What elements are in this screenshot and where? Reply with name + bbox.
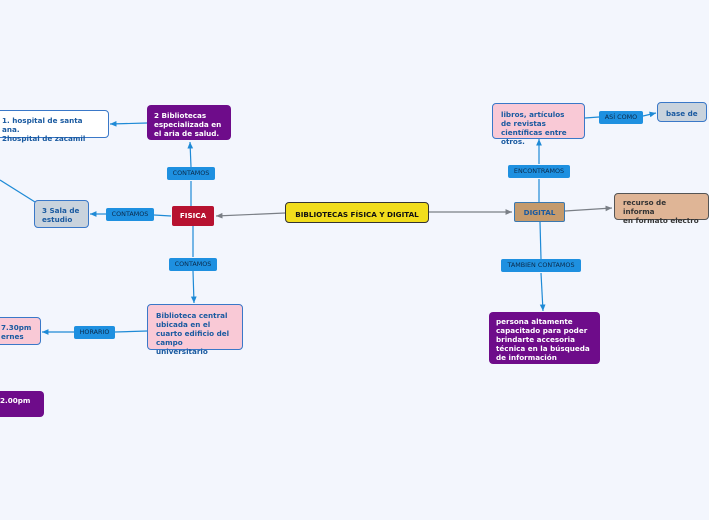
edge-libros-asicomo — [584, 116, 600, 119]
edge-contamos-bottom-central — [190, 270, 197, 304]
bibliotecas-especializadas-node[interactable]: 2 Bibliotecas especializada en el aria d… — [147, 105, 231, 140]
connector-contamos-bottom[interactable]: CONTAMOS — [169, 258, 217, 271]
recurso-node[interactable]: recurso de informa en formato electro — [614, 193, 709, 225]
horario-node[interactable]: 7.30pm ernes — [0, 317, 41, 345]
edge-sala-offcanvas — [0, 179, 36, 203]
edge-asicomo-base — [642, 111, 657, 118]
edge-especializadas-hospitales — [109, 120, 148, 127]
biblioteca-central-node[interactable]: Biblioteca central ubicada en el cuarto … — [147, 304, 243, 356]
libros-node[interactable]: libros, artículos de revistas científica… — [492, 103, 585, 146]
digital-node[interactable]: DIGITAL — [514, 202, 565, 222]
central-topic-node[interactable]: BIBLIOTECAS FÍSICA Y DIGITAL — [285, 202, 429, 223]
hospitales-node[interactable]: 1. hospital de santa ana. 2hospital de z… — [0, 110, 109, 143]
edge-central-horario — [114, 330, 148, 333]
edge-digital-tambien — [539, 221, 542, 260]
horario-2-node[interactable]: 2.00pm — [0, 391, 44, 417]
sala-estudio-node[interactable]: 3 Sala de estudio — [34, 200, 89, 228]
edge-digital-recurso — [564, 205, 613, 212]
connector-tambien-contamos[interactable]: TAMBIEN CONTAMOS — [501, 259, 581, 272]
edge-center-fisica — [215, 212, 286, 219]
persona-node[interactable]: persona altamente capacitado para poder … — [489, 312, 600, 364]
connector-horario[interactable]: HORARIO — [74, 326, 115, 339]
connector-asi-como[interactable]: ASÍ COMO — [599, 111, 643, 124]
fisica-node[interactable]: FISICA — [172, 206, 214, 226]
connector-contamos-top[interactable]: CONTAMOS — [167, 167, 215, 180]
edge-contamos-top-especializadas — [187, 141, 194, 168]
connector-encontramos[interactable]: ENCONTRAMOS — [508, 165, 570, 178]
connector-contamos-left[interactable]: CONTAMOS — [106, 208, 154, 221]
base-de-node[interactable]: base de — [657, 102, 707, 122]
edge-fisica-contamos-left — [153, 214, 172, 217]
edge-tambien-persona — [539, 272, 546, 312]
